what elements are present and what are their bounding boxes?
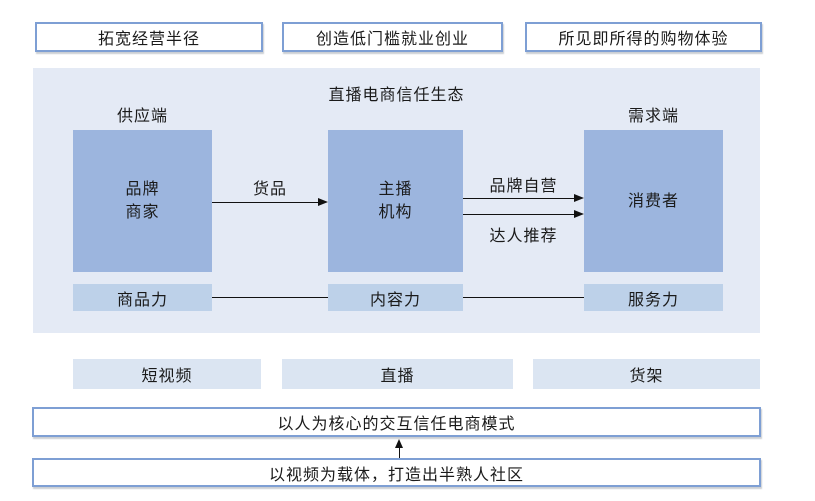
arrow-right-icon: [574, 210, 584, 218]
goods-flow-arrow-line: [212, 202, 319, 203]
panel-title: 直播电商信任生态: [328, 87, 465, 104]
node-line: 主播: [378, 181, 413, 198]
capability-connector-line: [212, 297, 328, 298]
capability-box-content-power: 内容力: [328, 284, 463, 311]
brand-self-operated-arrow-line: [463, 198, 575, 199]
node-brand-merchant: 品牌 商家: [73, 130, 212, 272]
benefit-label: 所见即所得的购物体验: [558, 31, 729, 48]
node-line: 消费者: [627, 192, 679, 210]
benefit-label: 拓宽经营半径: [97, 31, 200, 48]
node-line: 机构: [378, 204, 413, 221]
demand-side-label: 需求端: [627, 108, 679, 125]
influencer-recommendation-arrow-line: [463, 214, 575, 215]
model-statement-box: 以人为核心的交互信任电商模式: [32, 407, 761, 437]
channel-label: 直播: [380, 368, 415, 385]
benefit-box-wysiwyg-shopping: 所见即所得的购物体验: [525, 22, 762, 52]
community-to-model-arrow-line: [399, 444, 400, 458]
arrow-right-icon: [318, 198, 328, 206]
brand-self-operated-label: 品牌自营: [489, 178, 558, 195]
arrow-right-icon: [574, 194, 584, 202]
community-statement-box: 以视频为载体，打造出半熟人社区: [32, 458, 761, 487]
supply-side-label: 供应端: [116, 108, 168, 125]
capability-label: 服务力: [627, 291, 679, 309]
capability-box-product-power: 商品力: [73, 284, 212, 311]
capability-connector-line: [463, 297, 584, 298]
capability-label: 内容力: [369, 291, 421, 309]
arrow-up-icon: [395, 439, 403, 448]
channel-label: 货架: [629, 368, 664, 385]
node-anchor-agency: 主播 机构: [328, 130, 463, 272]
goods-flow-label: 货品: [252, 181, 287, 198]
channel-box-live-stream: 直播: [282, 359, 513, 389]
influencer-recommendation-label: 达人推荐: [489, 228, 558, 245]
benefit-label: 创造低门槛就业创业: [315, 31, 469, 48]
channel-box-short-video: 短视频: [73, 359, 261, 389]
channel-label: 短视频: [141, 368, 193, 385]
node-consumer: 消费者: [584, 130, 723, 272]
benefit-box-low-threshold-employment: 创造低门槛就业创业: [282, 22, 503, 52]
capability-label: 商品力: [116, 291, 168, 309]
model-statement-label: 以人为核心的交互信任电商模式: [277, 416, 516, 433]
node-line: 品牌: [125, 181, 160, 198]
node-line: 商家: [125, 204, 160, 221]
capability-box-service-power: 服务力: [584, 284, 723, 311]
channel-box-shelf: 货架: [533, 359, 760, 389]
community-statement-label: 以视频为载体，打造出半熟人社区: [268, 466, 524, 484]
benefit-box-expand-radius: 拓宽经营半径: [35, 22, 263, 52]
